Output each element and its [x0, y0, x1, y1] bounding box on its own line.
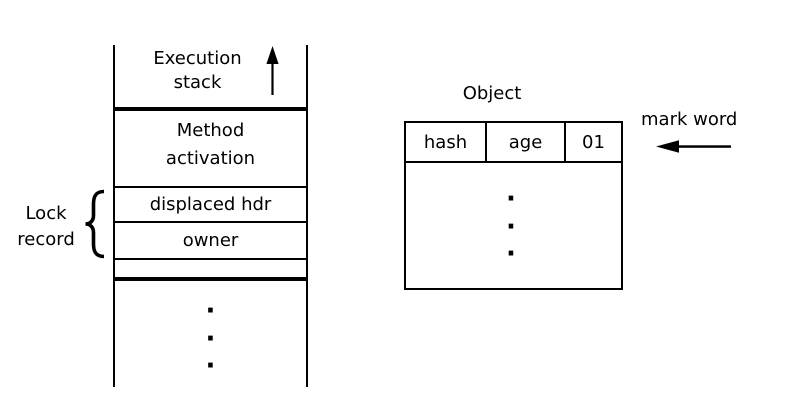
- ellipsis-dot: ·: [506, 184, 516, 214]
- execution-stack-label-line2: stack: [173, 71, 222, 93]
- mark-word-row: hash age 01: [406, 123, 621, 163]
- stack-right-border: [306, 45, 308, 387]
- stack-vertical-ellipsis: · · ·: [113, 296, 308, 381]
- age-field-label: age: [508, 131, 543, 153]
- stack-separator-thick-bottom: [113, 277, 308, 281]
- execution-stack-label-line1: Execution: [153, 48, 242, 69]
- owner-slot: owner: [113, 223, 308, 258]
- owner-label: owner: [182, 230, 239, 251]
- execution-stack-label: Execution stack: [100, 47, 295, 94]
- object-box: hash age 01 · · ·: [404, 121, 623, 290]
- mark-word-tag-field: 01: [566, 123, 621, 161]
- object-title: Object: [462, 83, 522, 104]
- displaced-hdr-slot: displaced hdr: [113, 188, 308, 221]
- stack-separator-below-displaced-hdr: [113, 221, 308, 223]
- ellipsis-dot: ·: [205, 323, 216, 354]
- mark-word-label: mark word: [641, 109, 738, 130]
- stack-growth-up-arrow-icon: [265, 46, 280, 96]
- mark-word-left-arrow-icon: [656, 139, 731, 154]
- ellipsis-dot: ·: [205, 351, 216, 381]
- lock-record-label: Lock record: [7, 201, 85, 252]
- tag-field-label: 01: [582, 131, 605, 153]
- mark-word-age-field: age: [487, 123, 566, 161]
- stack-separator-above-displaced-hdr: [113, 186, 308, 188]
- ellipsis-dot: ·: [506, 239, 516, 269]
- stack-separator-below-owner: [113, 258, 308, 260]
- stack-separator-thick-top: [113, 107, 308, 111]
- mark-word-hash-field: hash: [406, 123, 487, 161]
- lock-record-label-line2: record: [17, 228, 75, 250]
- lock-record-label-line1: Lock: [25, 203, 67, 224]
- method-activation-label-line1: Method: [176, 120, 245, 141]
- stack-left-border: [113, 45, 115, 387]
- ellipsis-dot: ·: [506, 211, 516, 242]
- method-activation-label-line2: activation: [165, 147, 256, 169]
- object-vertical-ellipsis: · · ·: [501, 184, 521, 269]
- ellipsis-dot: ·: [205, 296, 216, 326]
- displaced-hdr-label: displaced hdr: [149, 194, 272, 215]
- method-activation-label: Method activation: [113, 117, 308, 172]
- lock-record-brace-icon: [81, 189, 107, 259]
- hash-field-label: hash: [423, 131, 468, 153]
